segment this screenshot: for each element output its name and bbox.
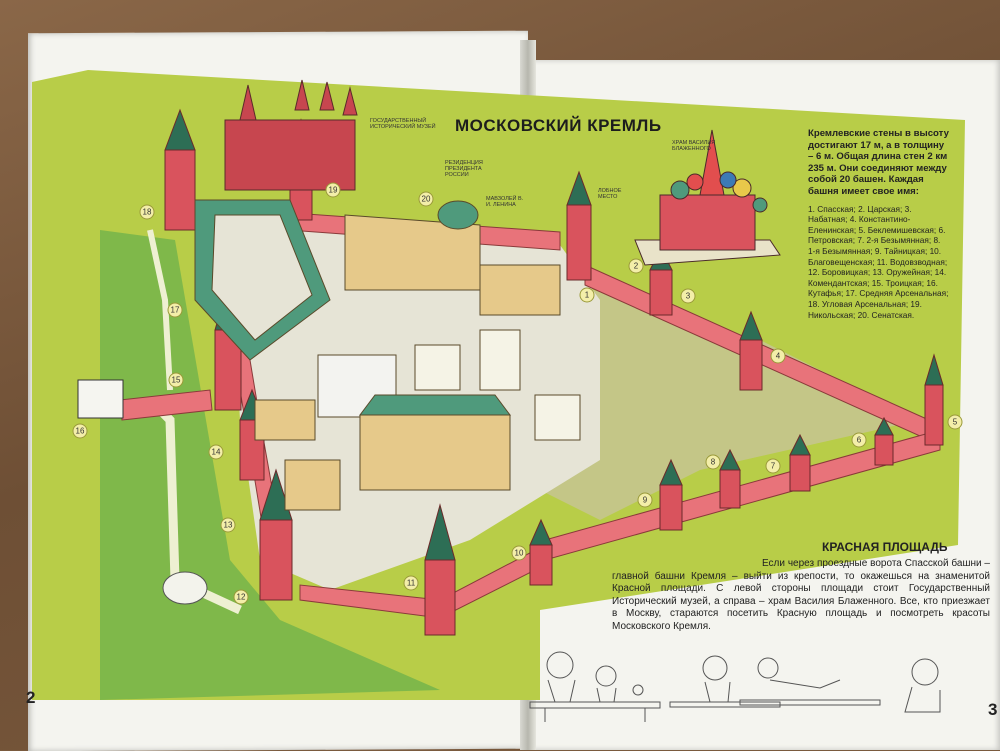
svg-text:1: 1 [585, 291, 590, 300]
marker-13: 13 [220, 517, 236, 533]
marker-14: 14 [208, 444, 224, 460]
svg-text:5: 5 [953, 418, 958, 427]
historical-museum [224, 79, 358, 191]
svg-text:3: 3 [686, 292, 691, 301]
svg-text:13: 13 [224, 521, 233, 530]
tower-markers: 1 2 3 4 5 6 7 8 9 10 11 12 13 14 15 16 1… [72, 182, 963, 605]
page-number-right: 3 [988, 700, 998, 719]
tree [162, 571, 208, 605]
page-number-left: 2 [26, 688, 36, 707]
svg-text:2: 2 [634, 262, 639, 271]
svg-text:19: 19 [329, 186, 338, 195]
svg-text:11: 11 [407, 579, 416, 588]
red-square-heading: КРАСНАЯ ПЛОЩАДЬ [822, 540, 948, 554]
marker-20: 20 [418, 191, 434, 207]
walls-info-text: Кремлевские стены в высоту достигают 17 … [808, 128, 949, 197]
svg-text:14: 14 [212, 448, 221, 457]
st-basils-cathedral [634, 129, 781, 266]
marker-19: 19 [325, 182, 341, 198]
map-title: МОСКОВСКИЙ КРЕМЛЬ [455, 116, 662, 135]
label-lobnoe-mesto: Лобное место [598, 188, 622, 200]
svg-text:16: 16 [76, 427, 85, 436]
svg-text:7: 7 [771, 462, 776, 471]
marker-4: 4 [770, 348, 786, 364]
marker-5: 5 [947, 414, 963, 430]
svg-text:17: 17 [171, 306, 180, 315]
marker-7: 7 [765, 458, 781, 474]
svg-text:20: 20 [422, 195, 431, 204]
svg-text:6: 6 [857, 436, 862, 445]
marker-16: 16 [72, 423, 88, 439]
tower-names-list: 1. Спасская; 2. Царская; 3. Набатная; 4.… [808, 203, 949, 320]
marker-6: 6 [851, 432, 867, 448]
red-square-area [500, 280, 920, 520]
label-residence: Резиденция Президента России [445, 160, 483, 178]
svg-text:12: 12 [237, 593, 246, 602]
label-st-basils: Храм Василия Блаженного [672, 140, 716, 152]
marker-12: 12 [233, 589, 249, 605]
kutafya-tower [77, 379, 124, 419]
svg-text:9: 9 [643, 496, 648, 505]
walls-info-box: Кремлевские стены в высоту достигают 17 … [808, 128, 950, 320]
marker-18: 18 [139, 204, 155, 220]
marker-9: 9 [637, 492, 653, 508]
label-historical-museum: Государственный исторический музей [370, 118, 436, 130]
marker-17: 17 [167, 302, 183, 318]
svg-text:15: 15 [172, 376, 181, 385]
marker-11: 11 [403, 575, 419, 591]
park-scene-drawing [529, 651, 941, 722]
label-mausoleum: Мавзолей В. И. Ленина [486, 196, 524, 208]
marker-3: 3 [680, 288, 696, 304]
svg-text:4: 4 [776, 352, 781, 361]
marker-10: 10 [511, 545, 527, 561]
marker-8: 8 [705, 454, 721, 470]
marker-2: 2 [628, 258, 644, 274]
marker-1: 1 [579, 287, 595, 303]
kremlin-buildings [194, 199, 581, 511]
marker-15: 15 [168, 372, 184, 388]
red-square-paragraph: Если через проездные ворота Спасской баш… [612, 558, 990, 632]
svg-text:10: 10 [515, 549, 524, 558]
svg-text:18: 18 [143, 208, 152, 217]
svg-text:8: 8 [711, 458, 716, 467]
